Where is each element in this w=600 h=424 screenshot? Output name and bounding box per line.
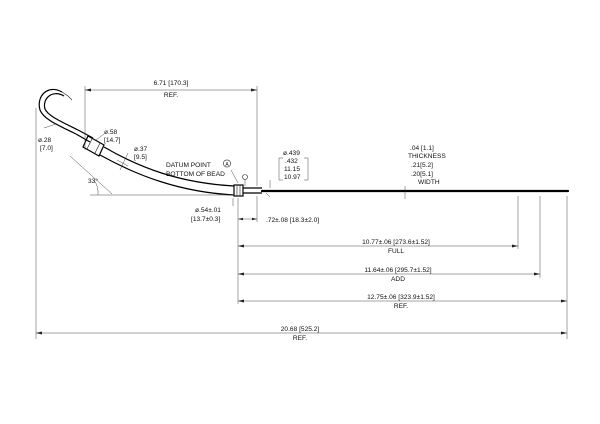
- dim-top-overall-value: 6.71 [170.3]: [154, 80, 189, 87]
- dim-full-value: 10.77±.06 [273.6±1.52]: [362, 239, 430, 246]
- dim-bead-dia-mm: [13.7±0.3]: [191, 216, 220, 223]
- datum-extension: [35, 108, 568, 339]
- tip-dia-mm-max: 11.15: [284, 166, 300, 173]
- dim-bead-diameter: ø.54±.01 [13.7±0.3]: [191, 198, 234, 223]
- tip-dia-inch-min: .432: [285, 158, 298, 165]
- width-value-min: .20[5.1]: [411, 171, 433, 178]
- dim-ref: 12.75±.06 [323.9±1.52] REF.: [238, 294, 567, 310]
- dim-full-label: FULL: [388, 248, 404, 255]
- dim-bead-offset: .72±.08 [18.3±2.0]: [237, 196, 319, 224]
- thickness-label: THICKNESS: [408, 153, 446, 160]
- dim-left-diameter: ø.28 [7.0]: [38, 123, 57, 152]
- thickness-value: .04 [1.1]: [410, 145, 434, 152]
- dim-angle-value: 33°: [88, 177, 98, 185]
- dim-tip-diameter: ø.439 .432 11.15 10.97: [242, 150, 309, 198]
- dim-grip-diameter: ø.58 [14.7]: [95, 129, 121, 144]
- dim-blade-section: .04 [1.1] THICKNESS .21[5.2] .20[5.1] WI…: [404, 145, 446, 199]
- dim-overall: 20.68 [525.2] REF.: [36, 326, 567, 342]
- dim-grip-dia-mm: [14.7]: [104, 137, 121, 144]
- dim-top-overall: 6.71 [170.3] REF.: [84, 80, 258, 186]
- tip-dia-mm-min: 10.97: [284, 174, 301, 181]
- dim-grip-dia-inch: ø.58: [104, 129, 118, 136]
- dim-bead-dia-inch: ø.54±.01: [195, 207, 221, 214]
- hook-handle: [38, 88, 79, 135]
- dim-overall-label: REF.: [293, 335, 307, 342]
- dim-add: 11.64±.06 [295.7±1.52] ADD: [238, 267, 540, 283]
- dim-ref-value: 12.75±.06 [323.9±1.52]: [367, 294, 435, 301]
- dim-overall-value: 20.68 [525.2]: [281, 326, 320, 333]
- width-label: WIDTH: [418, 179, 440, 186]
- dim-top-overall-note: REF.: [164, 92, 178, 99]
- datum-callout: DATUM POINT A BOTTOM OF BEAD: [166, 159, 239, 184]
- dim-full: 10.77±.06 [273.6±1.52] FULL: [238, 239, 518, 255]
- dim-tube-dia-inch: ø.37: [134, 146, 148, 153]
- dim-add-label: ADD: [391, 276, 405, 283]
- datum-symbol: A: [225, 162, 229, 168]
- width-value-max: .21[5.2]: [411, 162, 433, 169]
- dim-angle: 33°: [69, 155, 234, 196]
- dim-left-dia-mm: [7.0]: [40, 145, 53, 152]
- dim-left-dia-inch: ø.28: [38, 137, 52, 144]
- tube-body: [75, 129, 570, 197]
- dim-tube-diameter: ø.37 [9.5]: [116, 146, 148, 171]
- dim-add-value: 11.64±.06 [295.7±1.52]: [364, 267, 431, 274]
- dim-tube-dia-mm: [9.5]: [134, 154, 147, 161]
- dim-bead-offset-value: .72±.08 [18.3±2.0]: [266, 217, 319, 224]
- datum-line2: BOTTOM OF BEAD: [166, 171, 225, 178]
- datum-line1: DATUM POINT: [166, 162, 211, 169]
- tip-dia-inch-max: ø.439: [283, 150, 300, 157]
- dim-ref-label: REF.: [394, 303, 408, 310]
